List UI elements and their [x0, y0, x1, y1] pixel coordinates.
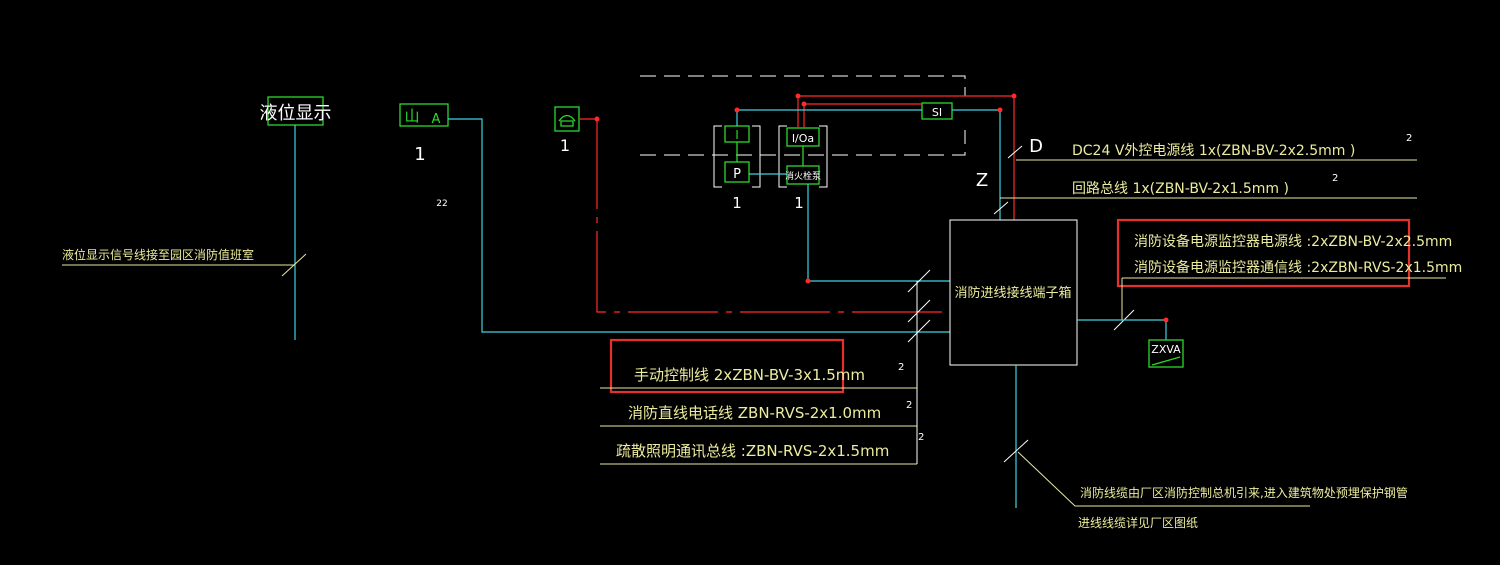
module-count-1: 1 — [732, 194, 742, 212]
meter-right-glyph: A — [432, 112, 441, 127]
level-signal-label: 液位显示信号线接至园区消防值班室 — [62, 247, 254, 262]
mark-d: D — [1029, 136, 1043, 157]
fire-phone-sup: 2 — [906, 400, 912, 411]
module-ip[interactable]: I P — [713, 125, 761, 188]
manual-control-sup: 2 — [898, 362, 904, 373]
module-count-2: 1 — [794, 194, 804, 212]
level-display-label: 液位显示 — [260, 103, 332, 124]
meter-symbol[interactable]: 山 A — [399, 103, 449, 127]
terminal-box[interactable]: 消防进线接线端子箱 — [949, 219, 1078, 366]
mark-z: Z — [976, 170, 988, 191]
dc24v-label: DC24 V外控电源线 1x(ZBN-BV-2x2.5mm ) — [1072, 143, 1355, 159]
meter-note: 22 — [436, 199, 447, 209]
manual-control-highlight — [609, 338, 845, 394]
zxva-box[interactable]: ZXVA — [1148, 339, 1184, 368]
si-box[interactable]: SI — [921, 102, 953, 120]
dc24v-sup: 2 — [1406, 133, 1412, 144]
incoming-note: 消防线缆由厂区消防控制总机引来,进入建筑物处预埋保护钢管 — [1080, 485, 1408, 500]
loop-bus-sup: 2 — [1332, 173, 1338, 184]
incoming-note-2: 进线线缆详见厂区图纸 — [1078, 515, 1198, 530]
module-io[interactable]: I/Oa 消火栓泵 — [778, 125, 828, 188]
zxva-label: ZXVA — [1151, 343, 1181, 356]
dashed-enclosure — [640, 75, 966, 156]
module-io-label: I/Oa — [792, 132, 814, 145]
loop-bus-wires — [734, 107, 1003, 284]
fire-phone-label: 消防直线电话线 ZBN-RVS-2x1.0mm — [628, 404, 881, 422]
manual-control-label: 手动控制线 2xZBN-BV-3x1.5mm — [634, 366, 865, 384]
module-p-label: P — [733, 167, 741, 182]
si-label: SI — [932, 106, 942, 119]
module-i-label: I — [735, 128, 739, 142]
meter-left-glyph: 山 — [404, 107, 419, 125]
meter-count: 1 — [414, 144, 425, 165]
fire-telephone-symbol[interactable] — [554, 106, 580, 132]
monitor-highlight — [1116, 218, 1411, 288]
module-fire-pump-label: 消火栓泵 — [785, 170, 821, 182]
phone-count: 1 — [560, 136, 570, 155]
terminal-box-label: 消防进线接线端子箱 — [954, 285, 1071, 301]
monitor-power-label: 消防设备电源监控器电源线 :2xZBN-BV-2x2.5mm — [1134, 233, 1452, 250]
level-display-symbol[interactable]: 液位显示 — [260, 96, 332, 126]
monitor-comm-label: 消防设备电源监控器通信线 :2xZBN-RVS-2x1.5mm — [1134, 259, 1462, 276]
loop-bus-label: 回路总线 1x(ZBN-BV-2x1.5mm ) — [1072, 181, 1289, 197]
emergency-bus-label: 疏散照明通讯总线 :ZBN-RVS-2x1.5mm — [616, 442, 889, 460]
emergency-bus-sup: 2 — [918, 432, 924, 443]
dc24v-wires — [795, 93, 1017, 220]
